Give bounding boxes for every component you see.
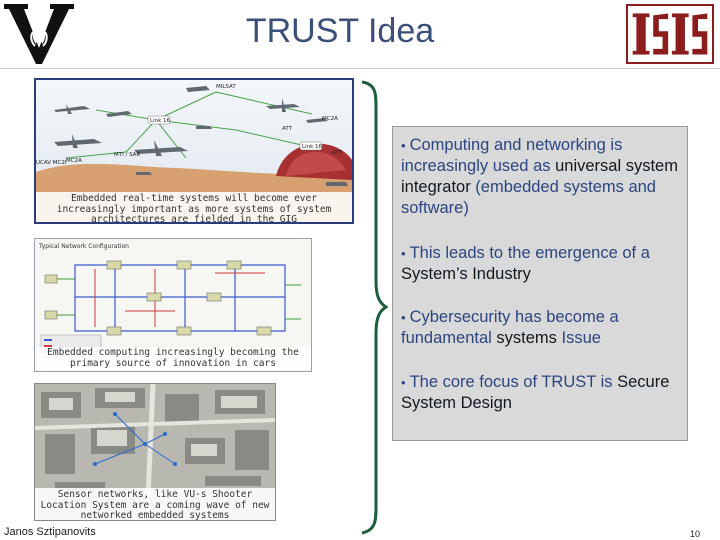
bullet-1-text-a: Computing and networking is increasingly… <box>401 136 623 175</box>
bullet-2-emphasis: System’s Industry <box>401 265 531 283</box>
car-network-image: Typical Network Configuration <box>34 238 312 372</box>
curly-brace <box>361 80 388 535</box>
bullet-2-text-a: This leads to the emergence of a <box>409 244 650 262</box>
image3-caption: Sensor networks, like VU-s Shooter Locat… <box>35 488 275 520</box>
isis-logo <box>626 4 714 64</box>
image1-label-att-b: ATT <box>332 150 343 156</box>
bullet-4-text-a: The core focus of TRUST is <box>409 373 618 391</box>
image1-label-link16-b: Link 16 <box>302 144 323 150</box>
bullet-1: •Computing and networking is increasingl… <box>401 135 683 219</box>
bullet-4-emphasis: Secure System Design <box>401 373 670 412</box>
bullet-3-text-b: Issue <box>556 329 601 347</box>
bullet-2: •This leads to the emergence of a System… <box>401 243 683 285</box>
image2-caption: Embedded computing increasingly becoming… <box>35 347 311 370</box>
bullet-dot: • <box>401 310 406 325</box>
image1-label-mc2a-a: MC2A <box>322 116 338 122</box>
vanderbilt-logo <box>4 4 74 64</box>
bullet-1-emphasis: universal system integrator <box>401 157 678 196</box>
image1-label-mti-sar: MTI / SAR <box>114 152 140 158</box>
footer-author: Janos Sztipanovits <box>4 526 96 538</box>
bullet-dot: • <box>401 375 406 390</box>
bullet-panel: •Computing and networking is increasingl… <box>392 126 688 441</box>
slide-title: TRUST Idea <box>245 12 435 50</box>
image1-label-ucav: UCAV MC2I <box>36 160 67 166</box>
title-divider <box>0 68 720 69</box>
page-number: 10 <box>690 529 701 539</box>
image1-label-milsat: MILSAT <box>216 84 236 90</box>
image2-header: Typical Network Configuration <box>38 243 129 250</box>
bullet-dot: • <box>401 138 406 153</box>
bullet-1-text-b: (embedded systems and software) <box>401 178 656 217</box>
sensor-network-image: Sensor networks, like VU-s Shooter Locat… <box>34 383 276 521</box>
image1-label-mc2a-b: MC2A <box>66 158 82 164</box>
gig-systems-image: MILSAT Link 16 ATT MC2A MC2A UCAV MC2I M… <box>34 78 354 224</box>
bullet-4: •The core focus of TRUST is Secure Syste… <box>401 372 683 414</box>
image1-label-att-a: ATT <box>282 126 293 132</box>
bullet-3-emphasis: systems <box>496 329 557 347</box>
image1-label-link16-a: Link 16 <box>150 118 171 124</box>
bullet-3-text-a: Cybersecurity has become a fundamental <box>401 308 619 347</box>
image1-caption: Embedded real-time systems will become e… <box>36 192 352 222</box>
bullet-dot: • <box>401 246 406 261</box>
bullet-3: •Cybersecurity has become a fundamental … <box>401 307 683 349</box>
